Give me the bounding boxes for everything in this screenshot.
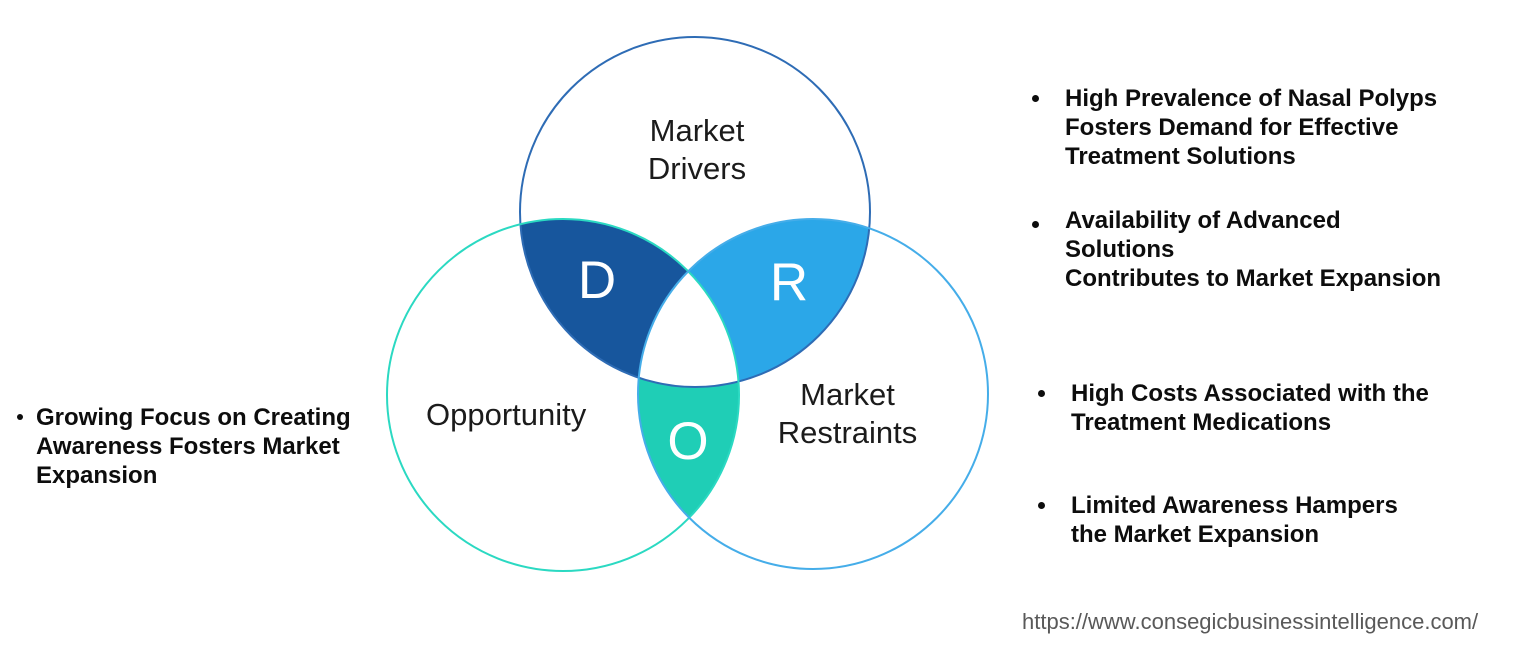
driver-bullet-item-2: Availability of Advanced Solutions Contr… [1032, 206, 1452, 293]
opportunity-circle [386, 218, 740, 572]
driver-bullet-item-1: High Prevalence of Nasal Polyps Fosters … [1032, 84, 1452, 171]
opportunity-letter: O [667, 412, 708, 471]
drivers-label: Market Drivers [647, 113, 747, 186]
restraint-bullet-item-2: Limited Awareness Hampers the Market Exp… [1038, 491, 1458, 549]
opportunity-label: Opportunity [426, 397, 587, 432]
restraint-bullet-text-2: Limited Awareness Hampers the Market Exp… [1071, 492, 1398, 548]
restraint-bullet-text-1: High Costs Associated with the Treatment… [1071, 380, 1429, 436]
source-url: https://www.consegicbusinessintelligence… [1022, 609, 1479, 634]
restraints-circle [637, 218, 989, 570]
opportunity-bullet-text: Growing Focus on Creating Awareness Fost… [36, 404, 351, 489]
driver-bullet-text-1: High Prevalence of Nasal Polyps Fosters … [1065, 85, 1438, 170]
opportunity-bullet-item: Growing Focus on Creating Awareness Fost… [17, 403, 367, 490]
drivers-letter: D [578, 251, 616, 310]
drivers-opportunity-lens [520, 219, 739, 387]
bullet-dot-icon [1032, 95, 1039, 102]
bullet-dot-icon [1038, 502, 1045, 509]
drivers-circle [519, 36, 871, 388]
restraint-bullet-item-1: High Costs Associated with the Treatment… [1038, 379, 1458, 437]
bullet-dot-icon [17, 414, 23, 420]
drivers-restraints-lens [638, 219, 870, 387]
driver-bullet-text-2: Availability of Advanced Solutions Contr… [1065, 207, 1442, 292]
restraints-label: Market Restraints [777, 377, 918, 450]
bullet-dot-icon [1032, 221, 1039, 228]
bullet-dot-icon [1038, 390, 1045, 397]
restraints-letter: R [770, 253, 808, 312]
